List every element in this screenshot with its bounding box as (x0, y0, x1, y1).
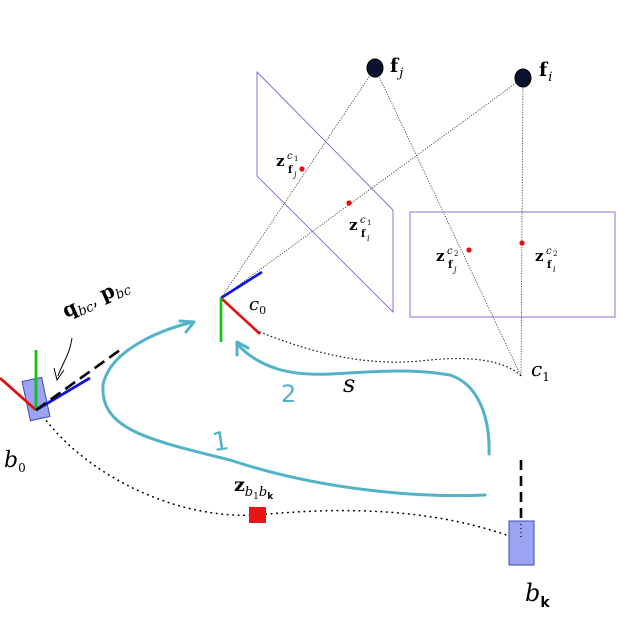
image-plane-c0 (256, 70, 394, 314)
imu-box-bk (508, 520, 535, 566)
svg-text:c: c (287, 151, 293, 162)
camera-trajectory (259, 331, 522, 377)
annotation-path-1 (101, 320, 487, 498)
svg-text:1: 1 (294, 155, 298, 163)
observation-dot-c2-fj (466, 247, 472, 253)
svg-text:j: j (452, 265, 457, 274)
extrinsic-pointer-arrow (57, 337, 73, 377)
feature-point-fj (366, 58, 384, 78)
label-obs-c2-fj: z f j c 2 (436, 246, 458, 274)
svg-text:z: z (436, 247, 445, 265)
annotation-path-2 (236, 343, 491, 456)
svg-text:c: c (360, 215, 366, 226)
svg-text:2: 2 (454, 250, 458, 258)
label-camera-c0: c0 (249, 294, 266, 317)
svg-text:f: f (448, 260, 453, 271)
svg-text:j: j (292, 170, 297, 179)
preintegration-marker (249, 507, 266, 523)
extrinsic-pointer-head (53, 367, 65, 382)
observation-dot-c1-fi (346, 200, 352, 206)
svg-text:2: 2 (553, 250, 557, 258)
svg-text:z: z (535, 247, 544, 265)
trajectories (39, 411, 521, 541)
svg-text:f: f (361, 229, 366, 240)
svg-text:c: c (546, 246, 552, 257)
label-camera-c1: c1 (531, 357, 550, 384)
svg-text:qbc, pbc: qbc, pbc (58, 272, 134, 326)
label-extrinsic: qbc, pbc (58, 272, 134, 326)
svg-text:i: i (367, 234, 370, 243)
annotation-strokes (101, 319, 491, 498)
svg-text:z: z (349, 216, 358, 234)
projection-rays (220, 67, 524, 377)
annotation-arrowhead-2 (235, 340, 250, 357)
label-preintegration: zb1bk (234, 474, 274, 502)
label-obs-c2-fi: z f i c 2 (535, 246, 557, 274)
image-plane-c1 (409, 211, 616, 318)
label-body-bk: bk (525, 579, 550, 611)
label-obs-c1-fj: z f j c 1 (276, 151, 298, 179)
label-feature-fi: fi (539, 59, 552, 85)
observation-dot-c2-fi (519, 240, 525, 246)
label-body-b0: b0 (4, 448, 26, 475)
svg-text:f: f (288, 165, 293, 176)
annotation-arrowhead-1 (178, 319, 196, 334)
svg-text:c: c (447, 246, 453, 257)
svg-text:z: z (276, 152, 285, 170)
svg-text:i: i (553, 265, 556, 274)
feature-point-fi (514, 68, 532, 88)
svg-text:1: 1 (367, 219, 371, 227)
observation-dot-c1-fj (299, 166, 305, 172)
extrinsic-link-b0 (35, 348, 121, 412)
label-feature-fj: fj (390, 55, 403, 81)
svg-text:f: f (547, 260, 552, 271)
annotation-number-2: 2 (281, 380, 296, 408)
label-scale: s (343, 370, 355, 398)
annotation-number-1: 1 (210, 426, 231, 458)
camera-axes-c0 (219, 270, 263, 342)
label-obs-c1-fi: z f i c 1 (349, 215, 371, 243)
